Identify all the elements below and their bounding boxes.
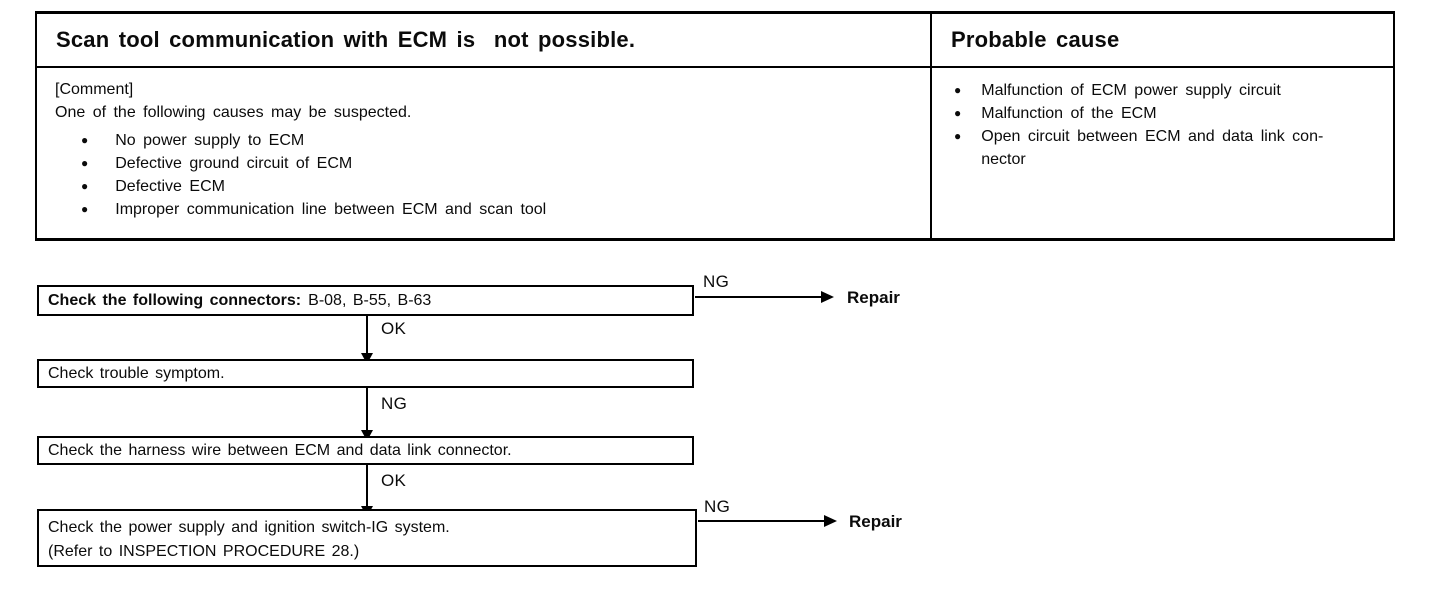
symptom-bullet-text: Improper communication line between ECM … — [115, 201, 547, 218]
bullet-icon: ● — [954, 83, 962, 97]
comment-label: [Comment] — [55, 81, 134, 98]
arrow-right-icon — [824, 515, 837, 527]
arrow-right-icon — [821, 291, 834, 303]
ok-arrow-line — [366, 316, 368, 355]
ng-arrow-line — [695, 296, 823, 298]
repair-result-label: Repair — [849, 512, 902, 531]
list-item: ● Improper communication line between EC… — [55, 198, 916, 221]
list-item: ● Defective ECM — [55, 175, 916, 198]
bullet-icon: ● — [81, 156, 89, 170]
symptom-bullet-list: ● No power supply to ECM ● Defective gro… — [55, 129, 916, 221]
probable-cause-body-cell: ● Malfunction of ECM power supply circui… — [932, 68, 1393, 238]
branch-label-ng: NG — [703, 272, 730, 291]
ok-arrow-line — [366, 465, 368, 508]
ng-arrow-line — [698, 520, 826, 522]
step-label-detail: B-08, B-55, B-63 — [308, 291, 432, 309]
step-label: Check the power supply and ignition swit… — [48, 519, 450, 560]
cause-bullet-text: Open circuit between ECM and data link c… — [981, 128, 1324, 168]
list-item: ● Defective ground circuit of ECM — [55, 152, 916, 175]
probable-cause-title: Probable cause — [951, 27, 1120, 52]
bullet-icon: ● — [954, 106, 962, 120]
branch-label-ng: NG — [381, 394, 408, 413]
ng-arrow-line — [366, 388, 368, 432]
symptom-title: Scan tool communication with ECM is not … — [56, 27, 636, 52]
branch-label-ok: OK — [381, 471, 407, 490]
arrow-down-icon — [361, 430, 373, 441]
branch-label-ng: NG — [704, 497, 731, 516]
symptom-bullet-text: No power supply to ECM — [115, 132, 305, 149]
bullet-icon: ● — [954, 129, 962, 143]
symptom-cause-table: Scan tool communication with ECM is not … — [35, 11, 1395, 241]
arrow-down-icon — [361, 353, 373, 364]
symptom-bullet-text: Defective ECM — [115, 178, 225, 195]
flow-step-check-connectors: Check the following connectors: B-08, B-… — [37, 285, 694, 316]
list-item: ● Malfunction of the ECM — [932, 102, 1383, 125]
list-item: ● Open circuit between ECM and data link… — [932, 125, 1383, 171]
list-item: ● No power supply to ECM — [55, 129, 916, 152]
branch-label-ok: OK — [381, 319, 407, 338]
flow-step-check-trouble-symptom: Check trouble symptom. — [37, 359, 694, 388]
cause-bullet-text: Malfunction of the ECM — [981, 105, 1157, 122]
bullet-icon: ● — [81, 179, 89, 193]
step-label: Check the harness wire between ECM and d… — [48, 441, 512, 459]
probable-cause-header-cell: Probable cause — [932, 14, 1393, 68]
repair-result-label: Repair — [847, 288, 900, 307]
list-item: ● Malfunction of ECM power supply circui… — [932, 79, 1383, 102]
bullet-icon: ● — [81, 133, 89, 147]
flow-step-check-power-supply: Check the power supply and ignition swit… — [37, 509, 697, 567]
symptom-body-cell: [Comment] One of the following causes ma… — [37, 68, 932, 238]
cause-bullet-text: Malfunction of ECM power supply circuit — [981, 82, 1281, 99]
symptom-bullet-text: Defective ground circuit of ECM — [115, 155, 353, 172]
flow-step-check-harness-wire: Check the harness wire between ECM and d… — [37, 436, 694, 465]
comment-text: One of the following causes may be suspe… — [55, 104, 412, 121]
bullet-icon: ● — [81, 202, 89, 216]
step-label: Check trouble symptom. — [48, 364, 225, 382]
step-label-bold: Check the following connectors: — [48, 291, 302, 309]
symptom-header-cell: Scan tool communication with ECM is not … — [37, 14, 932, 68]
